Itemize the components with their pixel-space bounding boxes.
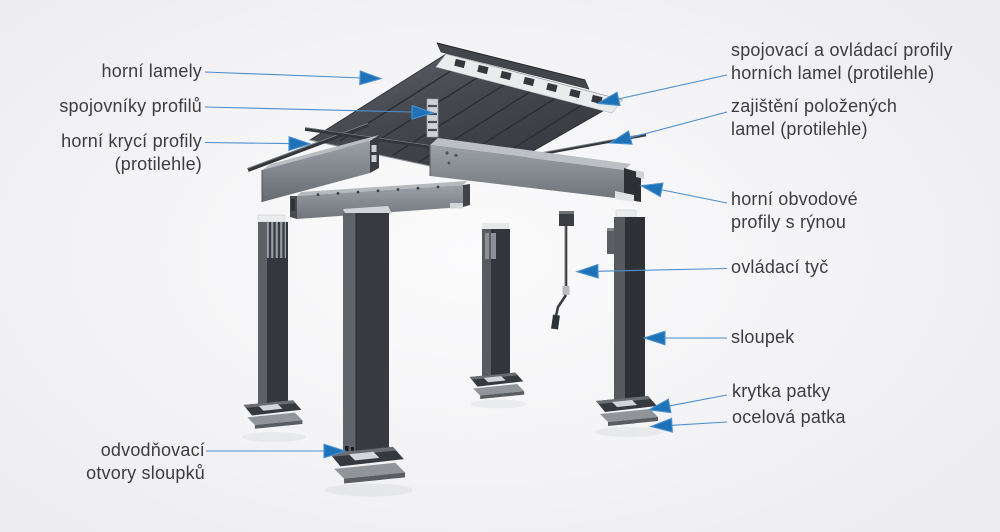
top-cover-rail-left bbox=[247, 122, 369, 172]
left-arrow-icon bbox=[639, 178, 664, 198]
column-back-left bbox=[243, 214, 303, 429]
profile-connector bbox=[426, 98, 439, 138]
leader-sloupek bbox=[643, 330, 727, 346]
leader-spojovaci-ovladaci bbox=[595, 74, 728, 111]
leader-horni-obvodove bbox=[639, 178, 728, 204]
foot-back-middle bbox=[469, 372, 525, 399]
label-krytka-patky: krytka patky bbox=[732, 381, 831, 401]
column-front-right bbox=[596, 209, 658, 426]
label-spojovniky-profilu: spojovníky profilů bbox=[59, 96, 202, 116]
column-front-left bbox=[329, 206, 406, 484]
label-horni-lamely: horní lamely bbox=[101, 61, 202, 81]
foot-front-right bbox=[596, 396, 658, 426]
hinge-strip bbox=[435, 53, 623, 114]
frame-screws bbox=[316, 185, 440, 197]
leader-horni-kryci-profily bbox=[204, 136, 311, 152]
leader-spojovniky-profilu bbox=[204, 104, 434, 121]
hinge-brackets bbox=[454, 58, 603, 105]
frame-beam-back-left bbox=[261, 135, 379, 202]
label-zajisteni-lamel: zajištění položených lamel (protilehle) bbox=[731, 96, 898, 139]
label-sloupek: sloupek bbox=[731, 327, 795, 347]
ground-shadows bbox=[242, 399, 663, 497]
label-spojovaci-ovladaci: spojovací a ovládací profily horních lam… bbox=[731, 40, 953, 83]
leader-krytka-patky bbox=[647, 394, 728, 418]
left-arrow-icon bbox=[643, 330, 666, 346]
label-horni-obvodove: horní obvodové profily s rýnou bbox=[731, 189, 858, 232]
leader-zajisteni-lamel bbox=[607, 111, 728, 151]
frame-beam-back-right bbox=[429, 138, 644, 202]
label-odvodnovaci-otvory: odvodňovací otvory sloupků bbox=[86, 440, 205, 483]
leader-horni-lamely bbox=[204, 70, 382, 86]
frame-beam-front bbox=[290, 181, 470, 219]
control-rod bbox=[551, 211, 574, 330]
top-connecting-rail bbox=[436, 42, 590, 90]
label-horni-kryci-profily: horní krycí profily (protilehle) bbox=[61, 131, 202, 174]
label-ocelova-patka: ocelová patka bbox=[732, 407, 846, 427]
foot-back-left bbox=[243, 400, 303, 429]
leader-ovladaci-tyc bbox=[576, 263, 728, 280]
drainage-holes bbox=[345, 446, 349, 451]
right-arrow-icon bbox=[359, 70, 382, 86]
leader-odvodnovaci-otvory bbox=[206, 443, 346, 459]
label-ovladaci-tyc: ovládací tyč bbox=[731, 257, 829, 277]
column-back-middle bbox=[469, 223, 525, 399]
left-arrow-icon bbox=[576, 263, 599, 280]
leader-ocelova-patka bbox=[650, 417, 728, 434]
